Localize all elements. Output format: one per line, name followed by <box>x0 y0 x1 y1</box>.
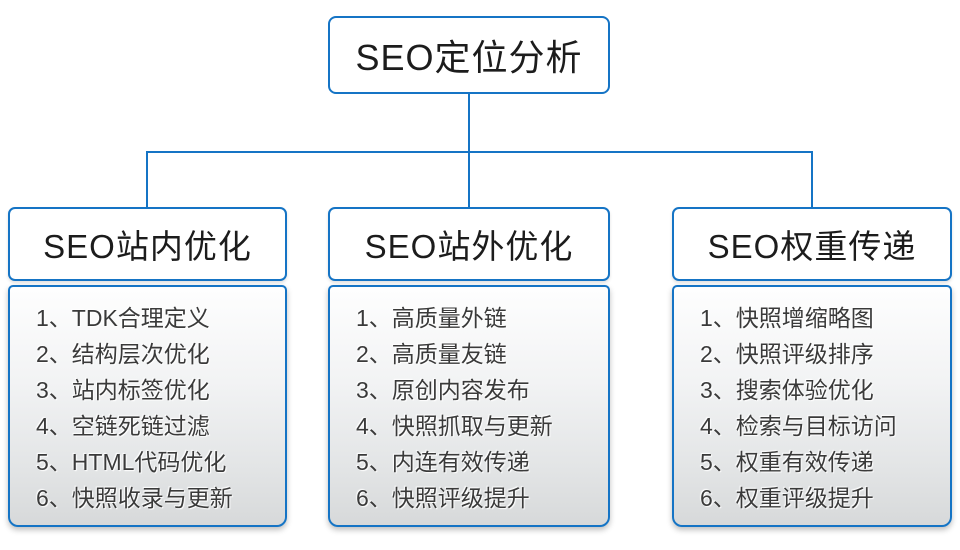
branch-body-weight-transfer: 1、快照增缩略图 2、快照评级排序 3、搜索体验优化 4、检索与目标访问 5、权… <box>672 285 952 527</box>
list-item: 3、站内标签优化 <box>36 377 210 403</box>
branch-header-offsite: SEO站外优化 <box>328 207 610 281</box>
branch-header-weight-transfer: SEO权重传递 <box>672 207 952 281</box>
connector-root-vertical <box>468 94 470 153</box>
list-item: 1、高质量外链 <box>356 305 507 331</box>
connector-drop-left <box>146 151 148 207</box>
branch-header-onsite: SEO站内优化 <box>8 207 287 281</box>
connector-drop-middle <box>468 151 470 207</box>
list-item: 5、HTML代码优化 <box>36 449 227 475</box>
connector-drop-right <box>811 151 813 207</box>
list-item: 3、搜索体验优化 <box>700 377 874 403</box>
list-item: 6、权重评级提升 <box>700 485 874 511</box>
list-item: 1、快照增缩略图 <box>700 305 874 331</box>
branch-body-offsite: 1、高质量外链 2、高质量友链 3、原创内容发布 4、快照抓取与更新 5、内连有… <box>328 285 610 527</box>
list-item: 2、快照评级排序 <box>700 341 874 367</box>
list-item: 6、快照评级提升 <box>356 485 530 511</box>
list-item: 2、高质量友链 <box>356 341 507 367</box>
list-item: 4、快照抓取与更新 <box>356 413 553 439</box>
root-node-seo-positioning: SEO定位分析 <box>328 16 610 94</box>
connector-horizontal-bus <box>146 151 813 153</box>
list-item: 4、空链死链过滤 <box>36 413 210 439</box>
list-item: 6、快照收录与更新 <box>36 485 233 511</box>
list-item: 2、结构层次优化 <box>36 341 210 367</box>
list-item: 1、TDK合理定义 <box>36 305 210 331</box>
list-item: 5、权重有效传递 <box>700 449 874 475</box>
branch-body-onsite: 1、TDK合理定义 2、结构层次优化 3、站内标签优化 4、空链死链过滤 5、H… <box>8 285 287 527</box>
list-item: 4、检索与目标访问 <box>700 413 897 439</box>
list-item: 5、内连有效传递 <box>356 449 530 475</box>
list-item: 3、原创内容发布 <box>356 377 530 403</box>
